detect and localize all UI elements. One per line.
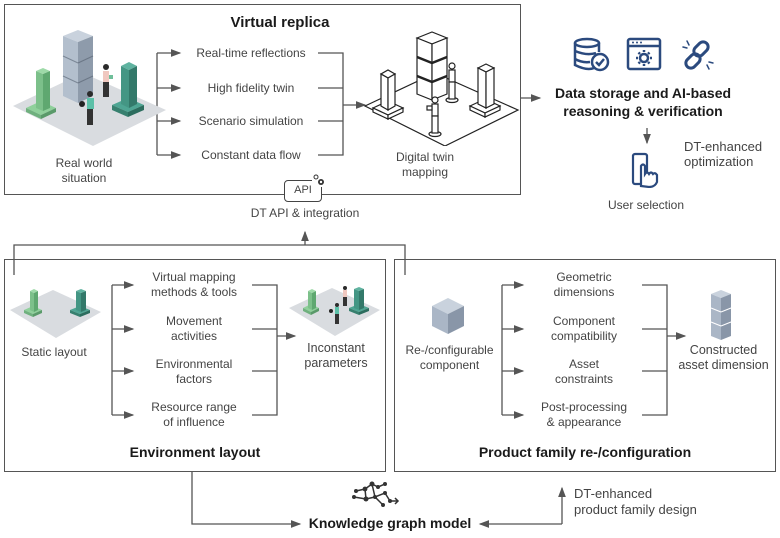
vr-item-real-time-reflections: Real-time reflections <box>196 46 306 60</box>
constructed-asset-label: Constructed asset dimension <box>678 343 769 372</box>
environment-layout-title: Environment layout <box>129 444 261 460</box>
static-layout-label: Static layout <box>21 345 87 359</box>
dt-optimization-label: DT-enhanced optimization <box>684 139 763 169</box>
api-label: DT API & integration <box>250 206 360 220</box>
product-family-panel <box>394 259 776 472</box>
dt-product-family-design-label: DT-enhanced product family design <box>574 486 697 517</box>
touch-phone-icon <box>631 152 659 188</box>
virtual-replica-title: Virtual replica <box>230 14 330 31</box>
product-family-title: Product family re-/configuration <box>478 444 692 460</box>
configurable-cube-icon <box>432 298 464 334</box>
broken-link-icon <box>682 40 714 70</box>
gear-icon <box>312 173 326 187</box>
environment-layout-panel <box>4 259 386 472</box>
env-item-environmental-factors: Environmental factors <box>155 357 233 386</box>
pf-item-component-compatibility: Component compatibility <box>550 314 618 343</box>
data-storage-title: Data storage and AI-based reasoning & ve… <box>554 85 732 119</box>
inconstant-parameters-label: Inconstant parameters <box>304 341 368 370</box>
knowledge-graph-title: Knowledge graph model <box>308 515 472 531</box>
pf-item-asset-constraints: Asset constraints <box>554 357 614 386</box>
pf-item-geometric-dimensions: Geometric dimensions <box>553 270 615 299</box>
real-world-label: Real world situation <box>55 156 113 185</box>
vr-item-high-fidelity-twin: High fidelity twin <box>207 81 295 95</box>
vr-item-constant-data-flow: Constant data flow <box>201 148 301 162</box>
browser-gear-icon <box>626 37 662 71</box>
digital-twin-label: Digital twin mapping <box>395 150 455 179</box>
real-world-scene-illustration <box>13 30 166 146</box>
configurable-component-label: Re-/configurable component <box>405 343 494 372</box>
static-layout-illustration <box>10 289 101 338</box>
database-check-icon <box>573 37 610 72</box>
virtual-replica-panel <box>4 4 521 195</box>
stacked-cubes-icon <box>710 290 732 340</box>
env-item-resource-range: Resource range of influence <box>151 400 237 429</box>
api-badge-text: API <box>294 184 312 196</box>
stacked-blocks <box>62 30 94 103</box>
digital-twin-illustration <box>363 31 520 146</box>
env-item-virtual-mapping: Virtual mapping methods & tools <box>150 270 238 299</box>
env-item-movement-activities: Movement activities <box>165 314 223 343</box>
knowledge-graph-icon <box>352 481 400 507</box>
inconstant-parameters-illustration <box>289 286 380 336</box>
user-selection-label: User selection <box>607 198 685 212</box>
vr-item-scenario-simulation: Scenario simulation <box>198 114 304 128</box>
pf-item-post-processing: Post-processing & appearance <box>540 400 628 429</box>
